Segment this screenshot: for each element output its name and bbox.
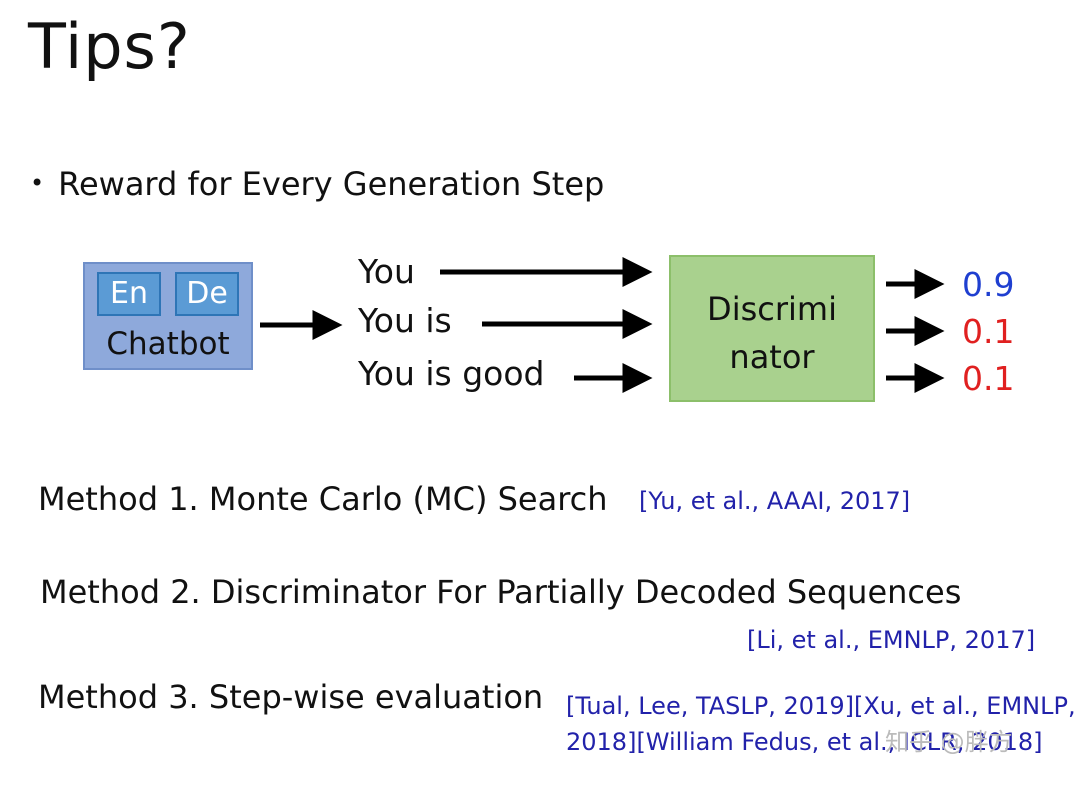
chatbot-label: Chatbot <box>106 326 230 362</box>
score-3: 0.1 <box>962 359 1015 398</box>
score-2: 0.1 <box>962 312 1015 351</box>
bullet-point: • Reward for Every Generation Step <box>30 165 604 203</box>
watermark: 知乎 @胖方 <box>885 728 1013 756</box>
sequence-3: You is good <box>358 354 545 393</box>
sequence-1: You <box>358 252 415 291</box>
discriminator-box: Discrimi nator <box>669 255 875 402</box>
bullet-icon: • <box>30 169 45 197</box>
decoder-box: De <box>175 272 239 316</box>
sequence-2: You is <box>358 301 452 340</box>
method-3-citation-line2: 2018][William Fedus, et al., ICLR, 2018] <box>566 728 1043 756</box>
slide-title: Tips? <box>28 10 191 83</box>
discriminator-label-line2: nator <box>729 338 815 376</box>
chatbot-box: En De Chatbot <box>83 262 253 370</box>
score-1: 0.9 <box>962 265 1015 304</box>
encoder-box: En <box>97 272 161 316</box>
bullet-text: Reward for Every Generation Step <box>58 165 605 203</box>
method-2: Method 2. Discriminator For Partially De… <box>40 573 962 611</box>
method-1-citation: [Yu, et al., AAAI, 2017] <box>639 487 911 515</box>
method-2-citation: [Li, et al., EMNLP, 2017] <box>747 626 1036 654</box>
method-3: Method 3. Step-wise evaluation <box>38 678 544 716</box>
method-3-citation-line1: [Tual, Lee, TASLP, 2019][Xu, et al., EMN… <box>566 692 1076 720</box>
discriminator-label-line1: Discrimi <box>707 290 837 328</box>
method-1: Method 1. Monte Carlo (MC) Search <box>38 480 608 518</box>
